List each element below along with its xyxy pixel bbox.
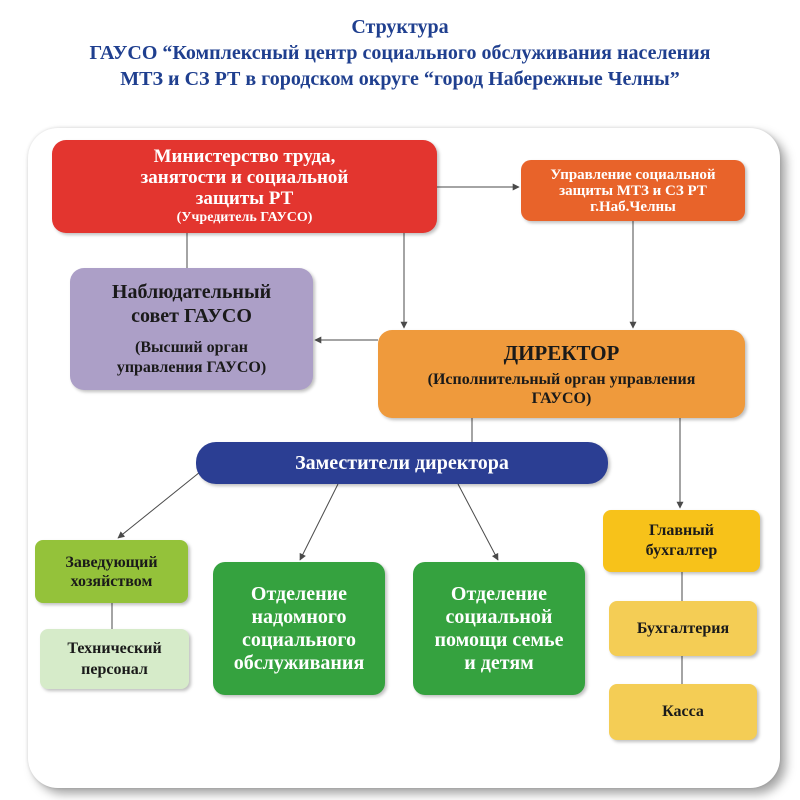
- node-deputy-directors: Заместители директора: [196, 442, 608, 484]
- node-social-protection-office: Управление социальной защиты МТЗ и СЗ РТ…: [521, 160, 745, 221]
- node-family-help-department: Отделение социальной помощи семье и детя…: [413, 562, 585, 695]
- arrow-deputies-to-family-help: [457, 483, 499, 561]
- ministry-line-1: Министерство труда,: [153, 146, 336, 167]
- node-chief-accountant: Главный бухгалтер: [603, 510, 760, 572]
- node-supervisory-council: Наблюдательный совет ГАУСО (Высший орган…: [70, 268, 313, 390]
- director-subtitle: (Исполнительный орган управления ГАУСО): [428, 370, 696, 408]
- arrow-deputies-to-home-care: [299, 483, 339, 561]
- chief-accountant-line-1: Главный: [649, 522, 714, 539]
- title-line-1: Структура: [351, 16, 449, 38]
- node-home-care-department: Отделение надомного социального обслужив…: [213, 562, 385, 695]
- node-cash-desk: Касса: [609, 684, 757, 740]
- housekeeper-line-1: Заведующий: [65, 553, 158, 571]
- node-accounting: Бухгалтерия: [609, 601, 757, 656]
- family-help-line-1: Отделение: [450, 582, 548, 605]
- node-director: ДИРЕКТОР (Исполнительный орган управлени…: [378, 330, 745, 418]
- diagram-title: Структура ГАУСО “Комплексный центр социа…: [0, 14, 800, 92]
- director-sub-line-2: ГАУСО): [531, 390, 592, 407]
- family-help-line-4: и детям: [464, 651, 534, 674]
- housekeeper-line-2: хозяйством: [70, 572, 153, 590]
- title-line-3: МТЗ и СЗ РТ в городском округе “город На…: [120, 68, 680, 90]
- cash-desk-label: Касса: [662, 703, 704, 720]
- uszn-line-3: г.Наб.Челны: [590, 198, 676, 215]
- home-care-line-1: Отделение: [250, 582, 348, 605]
- director-sub-line-1: (Исполнительный орган управления: [427, 371, 696, 388]
- ministry-subtitle: (Учредитель ГАУСО): [176, 210, 313, 225]
- council-sub-line-2: управления ГАУСО): [116, 359, 267, 376]
- director-label: ДИРЕКТОР: [503, 341, 620, 365]
- ministry-line-2: занятости и социальной: [140, 167, 349, 188]
- home-care-line-2: надомного: [251, 605, 347, 628]
- uszn-line-2: защиты МТЗ и СЗ РТ: [559, 182, 707, 199]
- tech-line-2: персонал: [81, 661, 148, 678]
- arrow-deputies-to-housekeeper: [117, 471, 201, 539]
- tech-line-1: Технический: [67, 640, 162, 657]
- council-line-2: совет ГАУСО: [131, 305, 252, 327]
- chief-accountant-line-2: бухгалтер: [645, 542, 718, 559]
- home-care-line-3: социального: [241, 628, 356, 651]
- accounting-label: Бухгалтерия: [636, 619, 730, 637]
- family-help-line-2: социальной: [445, 605, 553, 628]
- ministry-line-3: защиты РТ: [195, 188, 294, 209]
- deputies-label: Заместители директора: [295, 451, 509, 474]
- family-help-line-3: помощи семье: [434, 628, 564, 651]
- council-line-1: Наблюдательный: [111, 281, 272, 303]
- title-line-2: ГАУСО “Комплексный центр социального обс…: [89, 42, 711, 64]
- council-sub-line-1: (Высший орган: [135, 339, 248, 356]
- node-housekeeping-manager: Заведующий хозяйством: [35, 540, 188, 603]
- uszn-line-1: Управление социальной: [550, 166, 716, 183]
- node-technical-staff: Технический персонал: [40, 629, 189, 689]
- home-care-line-4: обслуживания: [233, 651, 365, 674]
- node-ministry: Министерство труда, занятости и социальн…: [52, 140, 437, 233]
- council-subtitle: (Высший орган управления ГАУСО): [117, 338, 266, 378]
